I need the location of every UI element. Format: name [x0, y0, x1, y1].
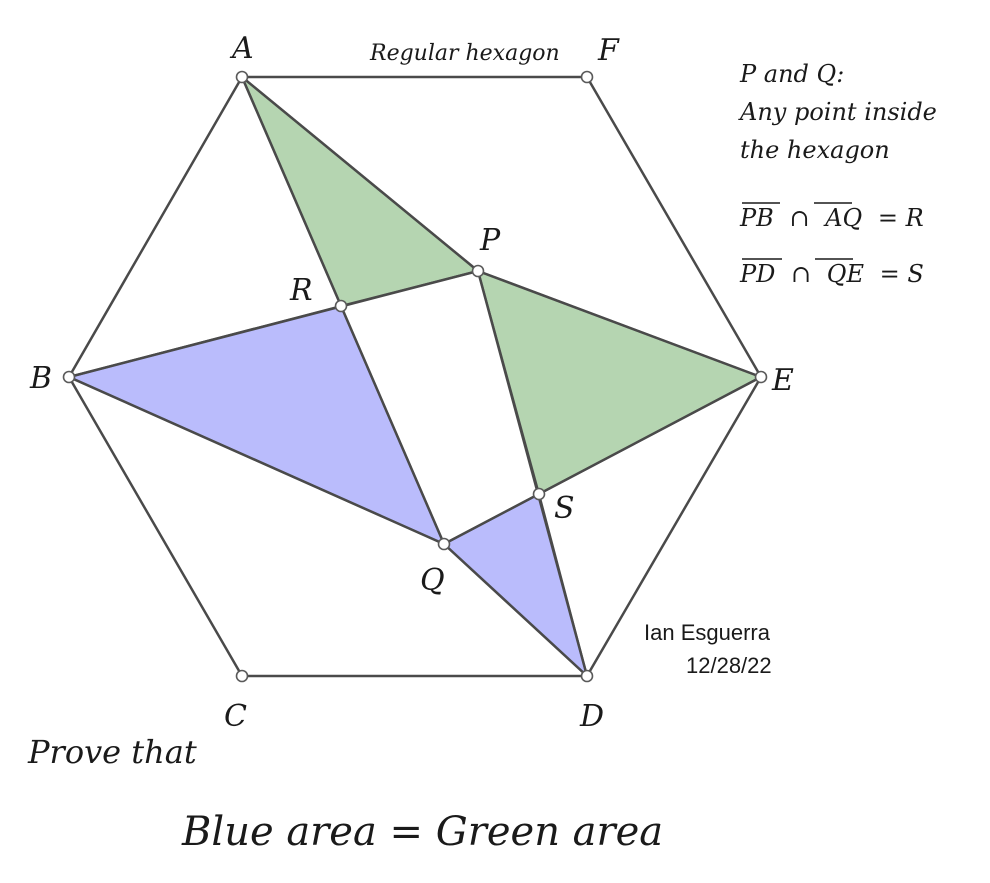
claim-statement: Blue area = Green area [181, 809, 663, 855]
equation-2-seg1: PD [739, 260, 775, 288]
equation-2: PD ∩ QE = S [739, 260, 924, 288]
segment-bp [68, 269, 479, 379]
point-p-marker [471, 264, 485, 278]
label-s: S [554, 491, 575, 526]
label-q: Q [420, 563, 445, 598]
equation-1-cap: ∩ [789, 204, 809, 232]
author-name: Ian Esguerra [644, 620, 771, 645]
label-a: A [229, 31, 254, 66]
blue-region-brq [65, 304, 447, 547]
equation-2-cap: ∩ [791, 260, 811, 288]
segment-pe [477, 269, 762, 379]
equation-2-result: = S [880, 260, 924, 288]
point-r-marker [334, 299, 348, 313]
equation-2-seg2: QE [827, 260, 865, 288]
construction-segments [68, 76, 762, 677]
point-c-marker [235, 669, 249, 683]
point-q-marker [437, 537, 451, 551]
equation-1-seg2: AQ [823, 204, 862, 232]
point-a-marker [235, 70, 249, 84]
label-b: B [29, 361, 52, 396]
equation-1-result: = R [878, 204, 924, 232]
label-e: E [771, 363, 794, 398]
segment-bq [68, 375, 445, 546]
point-d-marker [580, 669, 594, 683]
point-markers [62, 70, 768, 683]
segment-pd [476, 270, 589, 677]
segment-qe [443, 375, 762, 546]
point-f-marker [580, 70, 594, 84]
author-date: 12/28/22 [686, 653, 772, 678]
point-e-marker [754, 370, 768, 384]
point-b-marker [62, 370, 76, 384]
note-line-3: the hexagon [740, 136, 890, 164]
note-line-2: Any point inside [738, 98, 937, 126]
segment-qd [443, 543, 588, 677]
figure-title: Regular hexagon [369, 41, 560, 66]
label-p: P [479, 223, 501, 258]
equation-1: PB ∩ AQ = R [739, 204, 924, 232]
segment-ap [241, 76, 479, 272]
notes-block: P and Q: Any point inside the hexagon PB… [738, 60, 937, 288]
note-line-1: P and Q: [739, 60, 844, 88]
label-f: F [597, 33, 620, 68]
label-c: C [224, 699, 247, 734]
label-r: R [289, 273, 313, 308]
prove-prompt: Prove that [27, 733, 197, 771]
green-region-arp [240, 76, 481, 308]
label-d: D [579, 699, 604, 734]
equation-1-seg1: PB [739, 204, 774, 232]
point-s-marker [532, 487, 546, 501]
